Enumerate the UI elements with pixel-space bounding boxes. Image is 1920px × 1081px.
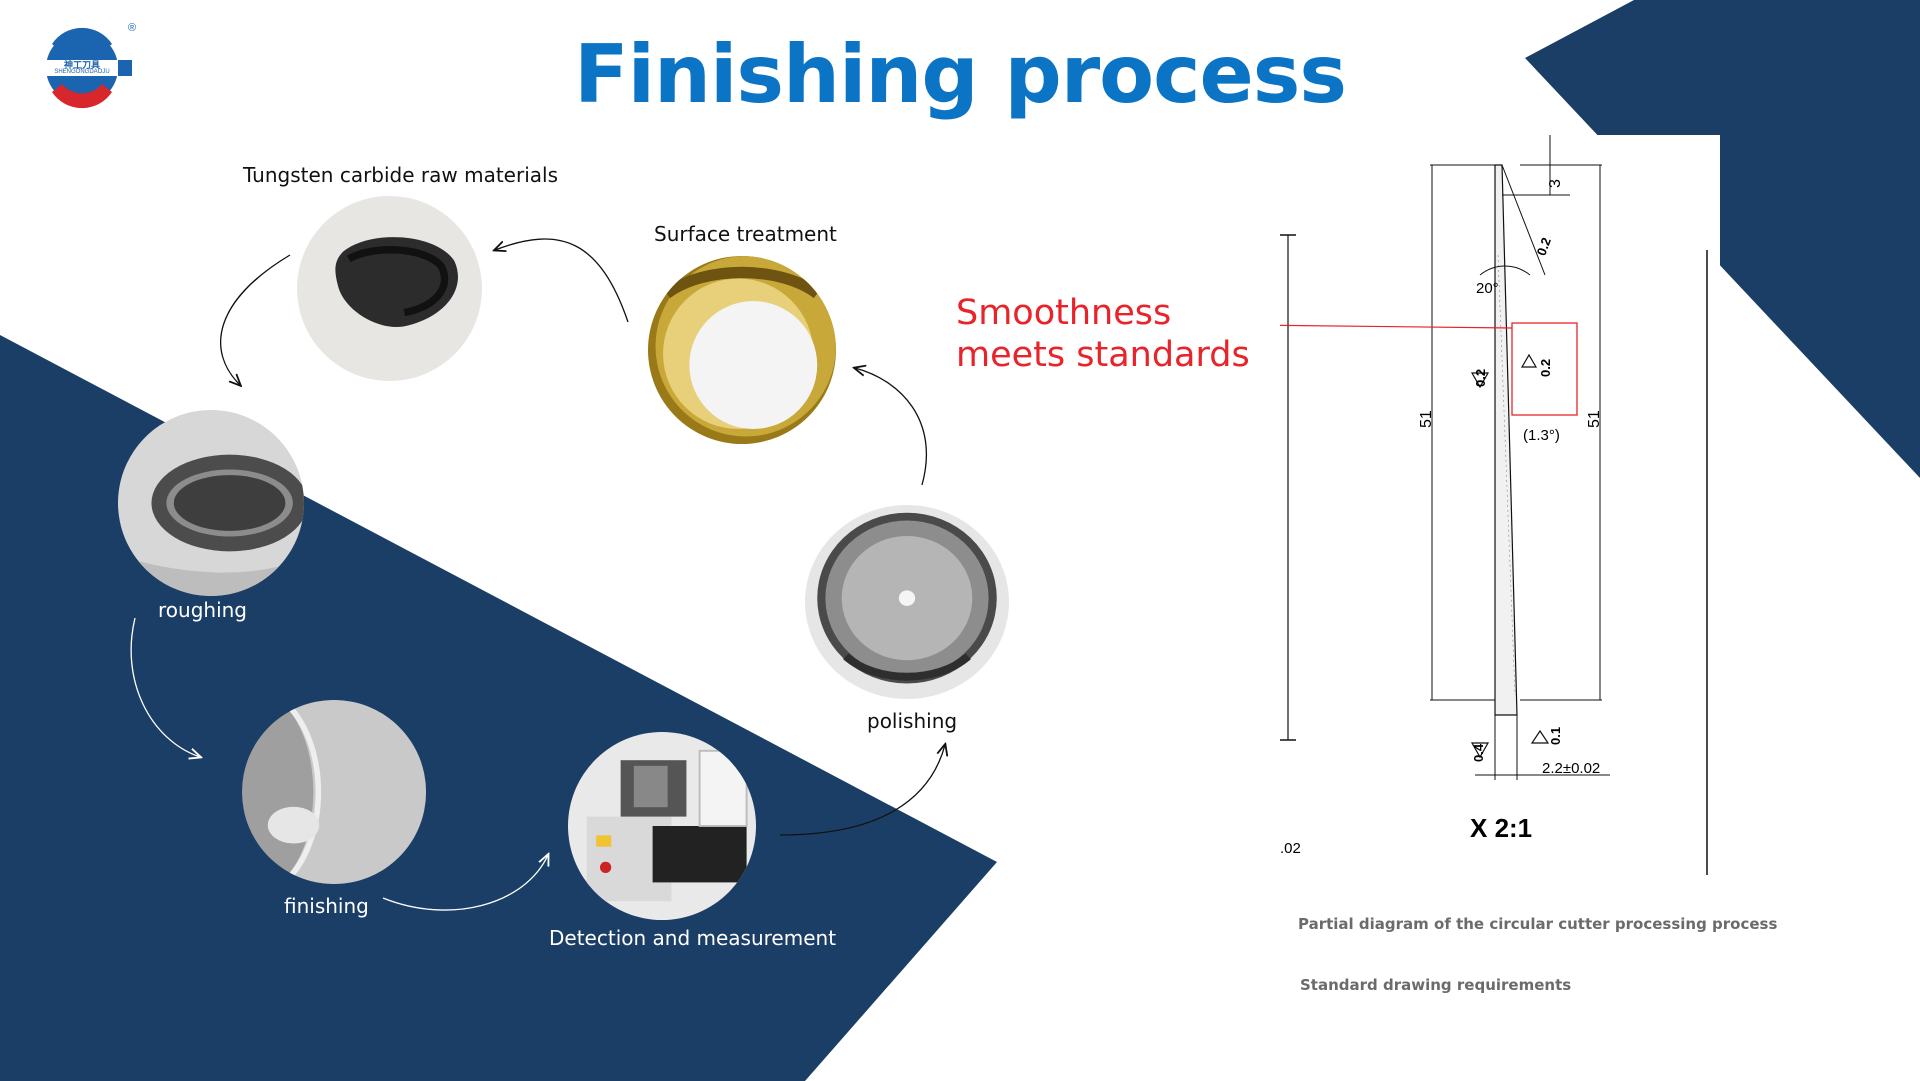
- dim-angle-roughness: 0.2: [1534, 235, 1554, 257]
- step-label-detection: Detection and measurement: [549, 926, 837, 950]
- technical-drawing: 3 0.2 20° 0.2 0.2 51 51 (1.3°) 0.4 0.1 2…: [1247, 135, 1720, 875]
- step-label-polishing: polishing: [867, 709, 958, 733]
- detection-measurement-image: [568, 732, 756, 920]
- surface-treatment-image: [648, 256, 836, 444]
- finishing-image: [242, 700, 426, 884]
- caption-standard-drawing: Standard drawing requirements: [1300, 976, 1572, 994]
- caption-partial-diagram: Partial diagram of the circular cutter p…: [1298, 915, 1778, 933]
- callout-line2: meets standards: [956, 335, 1250, 375]
- arrow-polishing-to-surface: [855, 368, 927, 486]
- polishing-image: [805, 505, 1009, 699]
- page-title: Finishing process: [573, 28, 1347, 121]
- scale-label: X 2:1: [1470, 813, 1532, 843]
- dim-partial: .02: [1280, 840, 1301, 857]
- dim-roughness-bottom-left: 0.4: [1471, 743, 1486, 762]
- arrow-raw-to-roughing: [219, 254, 291, 385]
- smoothness-callout: Smoothness meets standards: [956, 292, 1250, 376]
- arrow-detection-to-polishing: [779, 745, 945, 836]
- dim-roughness-right: 0.2: [1538, 359, 1553, 377]
- registered-mark: ®: [128, 22, 137, 34]
- dim-51-right: 51: [1586, 410, 1603, 428]
- roughing-image: [118, 410, 304, 596]
- arrow-surface-to-raw: [495, 238, 629, 323]
- dim-roughness-left: 0.2: [1473, 369, 1488, 387]
- step-label-surface-treatment: Surface treatment: [654, 222, 837, 246]
- company-logo: 神工刀具 SHENGONGDAOJU ®: [22, 22, 144, 114]
- logo-text: 神工刀具: [63, 60, 100, 70]
- dim-51-left: 51: [1418, 410, 1435, 428]
- dim-roughness-bottom-right: 0.1: [1548, 727, 1563, 745]
- dim-1-3deg: (1.3°): [1523, 427, 1560, 444]
- raw-materials-image: [297, 196, 482, 381]
- dim-3: 3: [1547, 179, 1564, 188]
- step-label-roughing: roughing: [158, 598, 247, 622]
- callout-line1: Smoothness: [956, 293, 1172, 333]
- step-label-raw-materials: Tungsten carbide raw materials: [243, 163, 558, 187]
- dim-thickness: 2.2±0.02: [1542, 760, 1600, 777]
- dim-20deg: 20°: [1476, 280, 1499, 297]
- arrow-roughing-to-finishing: [130, 617, 200, 757]
- navy-triangle-right: [1525, 0, 1920, 478]
- logo-latin: SHENGONGDAOJU: [54, 69, 110, 75]
- arrow-finishing-to-detection: [382, 855, 548, 911]
- step-label-finishing: finishing: [284, 894, 369, 918]
